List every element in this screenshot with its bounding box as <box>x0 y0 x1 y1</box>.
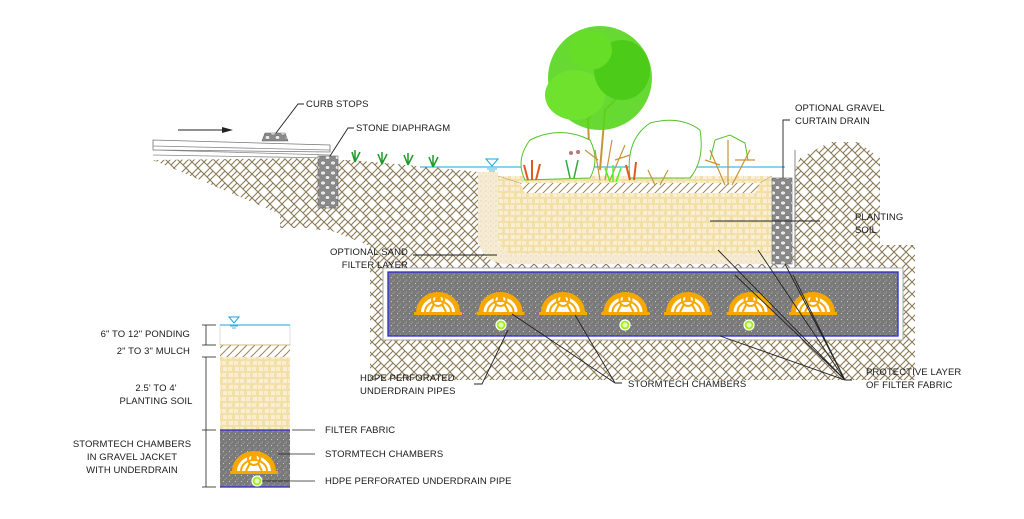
label-optional-gravel-1: OPTIONAL GRAVEL <box>795 103 885 114</box>
label-optional-sand-1: OPTIONAL SAND <box>330 247 408 258</box>
pavement <box>152 139 331 159</box>
water-level-icon <box>484 158 500 172</box>
sand-filter-layer <box>478 172 775 264</box>
label-optional-gravel-2: CURTAIN DRAIN <box>795 116 870 127</box>
label-curb-stops: CURB STOPS <box>306 99 369 110</box>
curb-stop <box>261 132 289 142</box>
plants <box>351 26 755 186</box>
profile-mulch <box>220 345 290 357</box>
leader-lines <box>275 103 852 385</box>
underdrain-pipe-icon <box>495 319 507 331</box>
label-optional-sand-2: FILTER LAYER <box>342 260 408 271</box>
mulch-layer <box>520 183 760 193</box>
label-profile-stormtech: STORMTECH CHAMBERS <box>325 449 443 460</box>
profile-planting-soil <box>220 357 290 430</box>
label-stone-diaphragm: STONE DIAPHRAGM <box>356 123 450 134</box>
existing-soil-right <box>795 142 915 380</box>
shrub-icon <box>520 119 702 181</box>
label-hdpe-pipes-2: UNDERDRAIN PIPES <box>360 386 456 397</box>
water-level-icon <box>227 316 241 329</box>
stone-diaphragm <box>317 155 339 209</box>
label-planting-soil-depth-2: PLANTING SOIL <box>119 396 192 407</box>
grass-icon <box>351 150 439 168</box>
label-hdpe-pipes-1: HDPE PERFORATED <box>360 373 455 384</box>
profile-pipe-icon <box>251 475 263 487</box>
underdrain-pipe-icon <box>743 319 755 331</box>
label-planting-soil-2: SOIL <box>855 225 877 236</box>
label-protective-layer-2: OF FILTER FABRIC <box>866 380 952 391</box>
label-planting-soil-depth-1: 2.5' TO 4' <box>135 383 176 394</box>
flow-arrow-icon <box>178 127 233 133</box>
label-stormtech-chambers: STORMTECH CHAMBERS <box>628 379 746 390</box>
profile-column <box>219 316 291 488</box>
label-planting-soil-1: PLANTING <box>855 212 903 223</box>
dimension-lines <box>202 324 315 488</box>
label-profile-hdpe-pipe: HDPE PERFORATED UNDERDRAIN PIPE <box>325 476 512 487</box>
label-chambers-jacket-1: STORMTECH CHAMBERS <box>73 439 191 450</box>
tree-icon <box>545 26 652 171</box>
planting-soil <box>498 176 772 254</box>
flowering-plant-icon <box>523 134 749 183</box>
underdrain-pipe-icon <box>619 319 631 331</box>
label-filter-fabric: FILTER FABRIC <box>325 425 395 436</box>
label-protective-layer-1: PROTECTIVE LAYER <box>866 367 961 378</box>
label-ponding: 6" TO 12" PONDING <box>101 329 190 340</box>
label-chambers-jacket-3: WITH UNDERDRAIN <box>86 465 178 476</box>
label-mulch: 2" TO 3" MULCH <box>117 346 190 357</box>
label-chambers-jacket-2: IN GRAVEL JACKET <box>87 452 177 463</box>
shrub-brown-icon <box>584 139 755 186</box>
